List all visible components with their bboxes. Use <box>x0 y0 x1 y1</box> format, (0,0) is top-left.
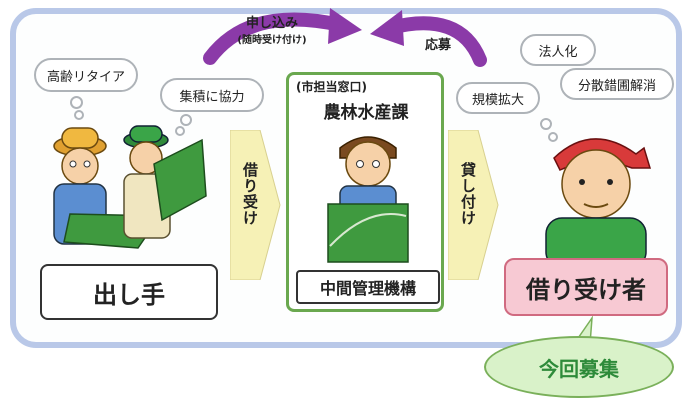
borrower-label: 借り受け者 <box>526 275 646 304</box>
apply-text: 申し込み <box>245 16 298 31</box>
thought-dot <box>74 110 84 120</box>
department-label: 農林水産課 <box>323 103 409 123</box>
response-arrow <box>383 16 487 67</box>
agency-label: 中間管理機構 <box>319 279 416 298</box>
thought-incorporation-text: 法人化 <box>538 44 578 60</box>
lend-in-arrow <box>230 130 281 280</box>
thought-incorporation: 法人化 <box>520 34 596 66</box>
office-label: (市担当窓口) <box>296 80 367 94</box>
lend-in-label: 借り受け <box>241 162 259 226</box>
lender-label: 出し手 <box>93 280 165 309</box>
thought-dot <box>175 126 185 136</box>
recruiting-label: 今回募集 <box>539 356 619 381</box>
borrower-box: 借り受け者 <box>504 258 668 316</box>
thought-dispersion-text: 分散錯圃解消 <box>577 78 656 94</box>
apply-subtext: (随時受け付け) <box>237 35 307 46</box>
thought-aging: 高齢リタイア <box>34 58 138 92</box>
thought-dot <box>540 118 552 130</box>
response-label: 応募 <box>425 38 452 53</box>
thought-expansion: 規模拡大 <box>456 82 540 114</box>
response-arrowhead <box>370 10 404 46</box>
thought-aging-text: 高齢リタイア <box>46 69 125 85</box>
apply-label: 申し込み (随時受け付け) <box>232 12 312 46</box>
thought-dot <box>180 114 192 126</box>
thought-dispersion: 分散錯圃解消 <box>560 68 674 100</box>
lend-out-arrow <box>448 130 499 280</box>
thought-consolidation-text: 集積に協力 <box>179 89 245 105</box>
purple-flow-arrows <box>203 8 487 67</box>
thought-consolidation: 集積に協力 <box>160 78 264 112</box>
thought-dot <box>70 96 83 109</box>
thought-dot <box>548 132 558 142</box>
agency-box: 中間管理機構 <box>296 270 440 304</box>
recruiting-badge: 今回募集 <box>484 336 674 398</box>
thought-expansion-text: 規模拡大 <box>471 92 524 108</box>
lender-box: 出し手 <box>40 264 218 320</box>
apply-arrowhead <box>328 8 362 44</box>
lend-out-label: 貸し付け <box>459 162 477 226</box>
farmers-illustration <box>53 125 207 249</box>
apply-arrow <box>203 12 347 65</box>
borrower-illustration <box>545 138 652 268</box>
clerk-illustration <box>327 136 409 263</box>
